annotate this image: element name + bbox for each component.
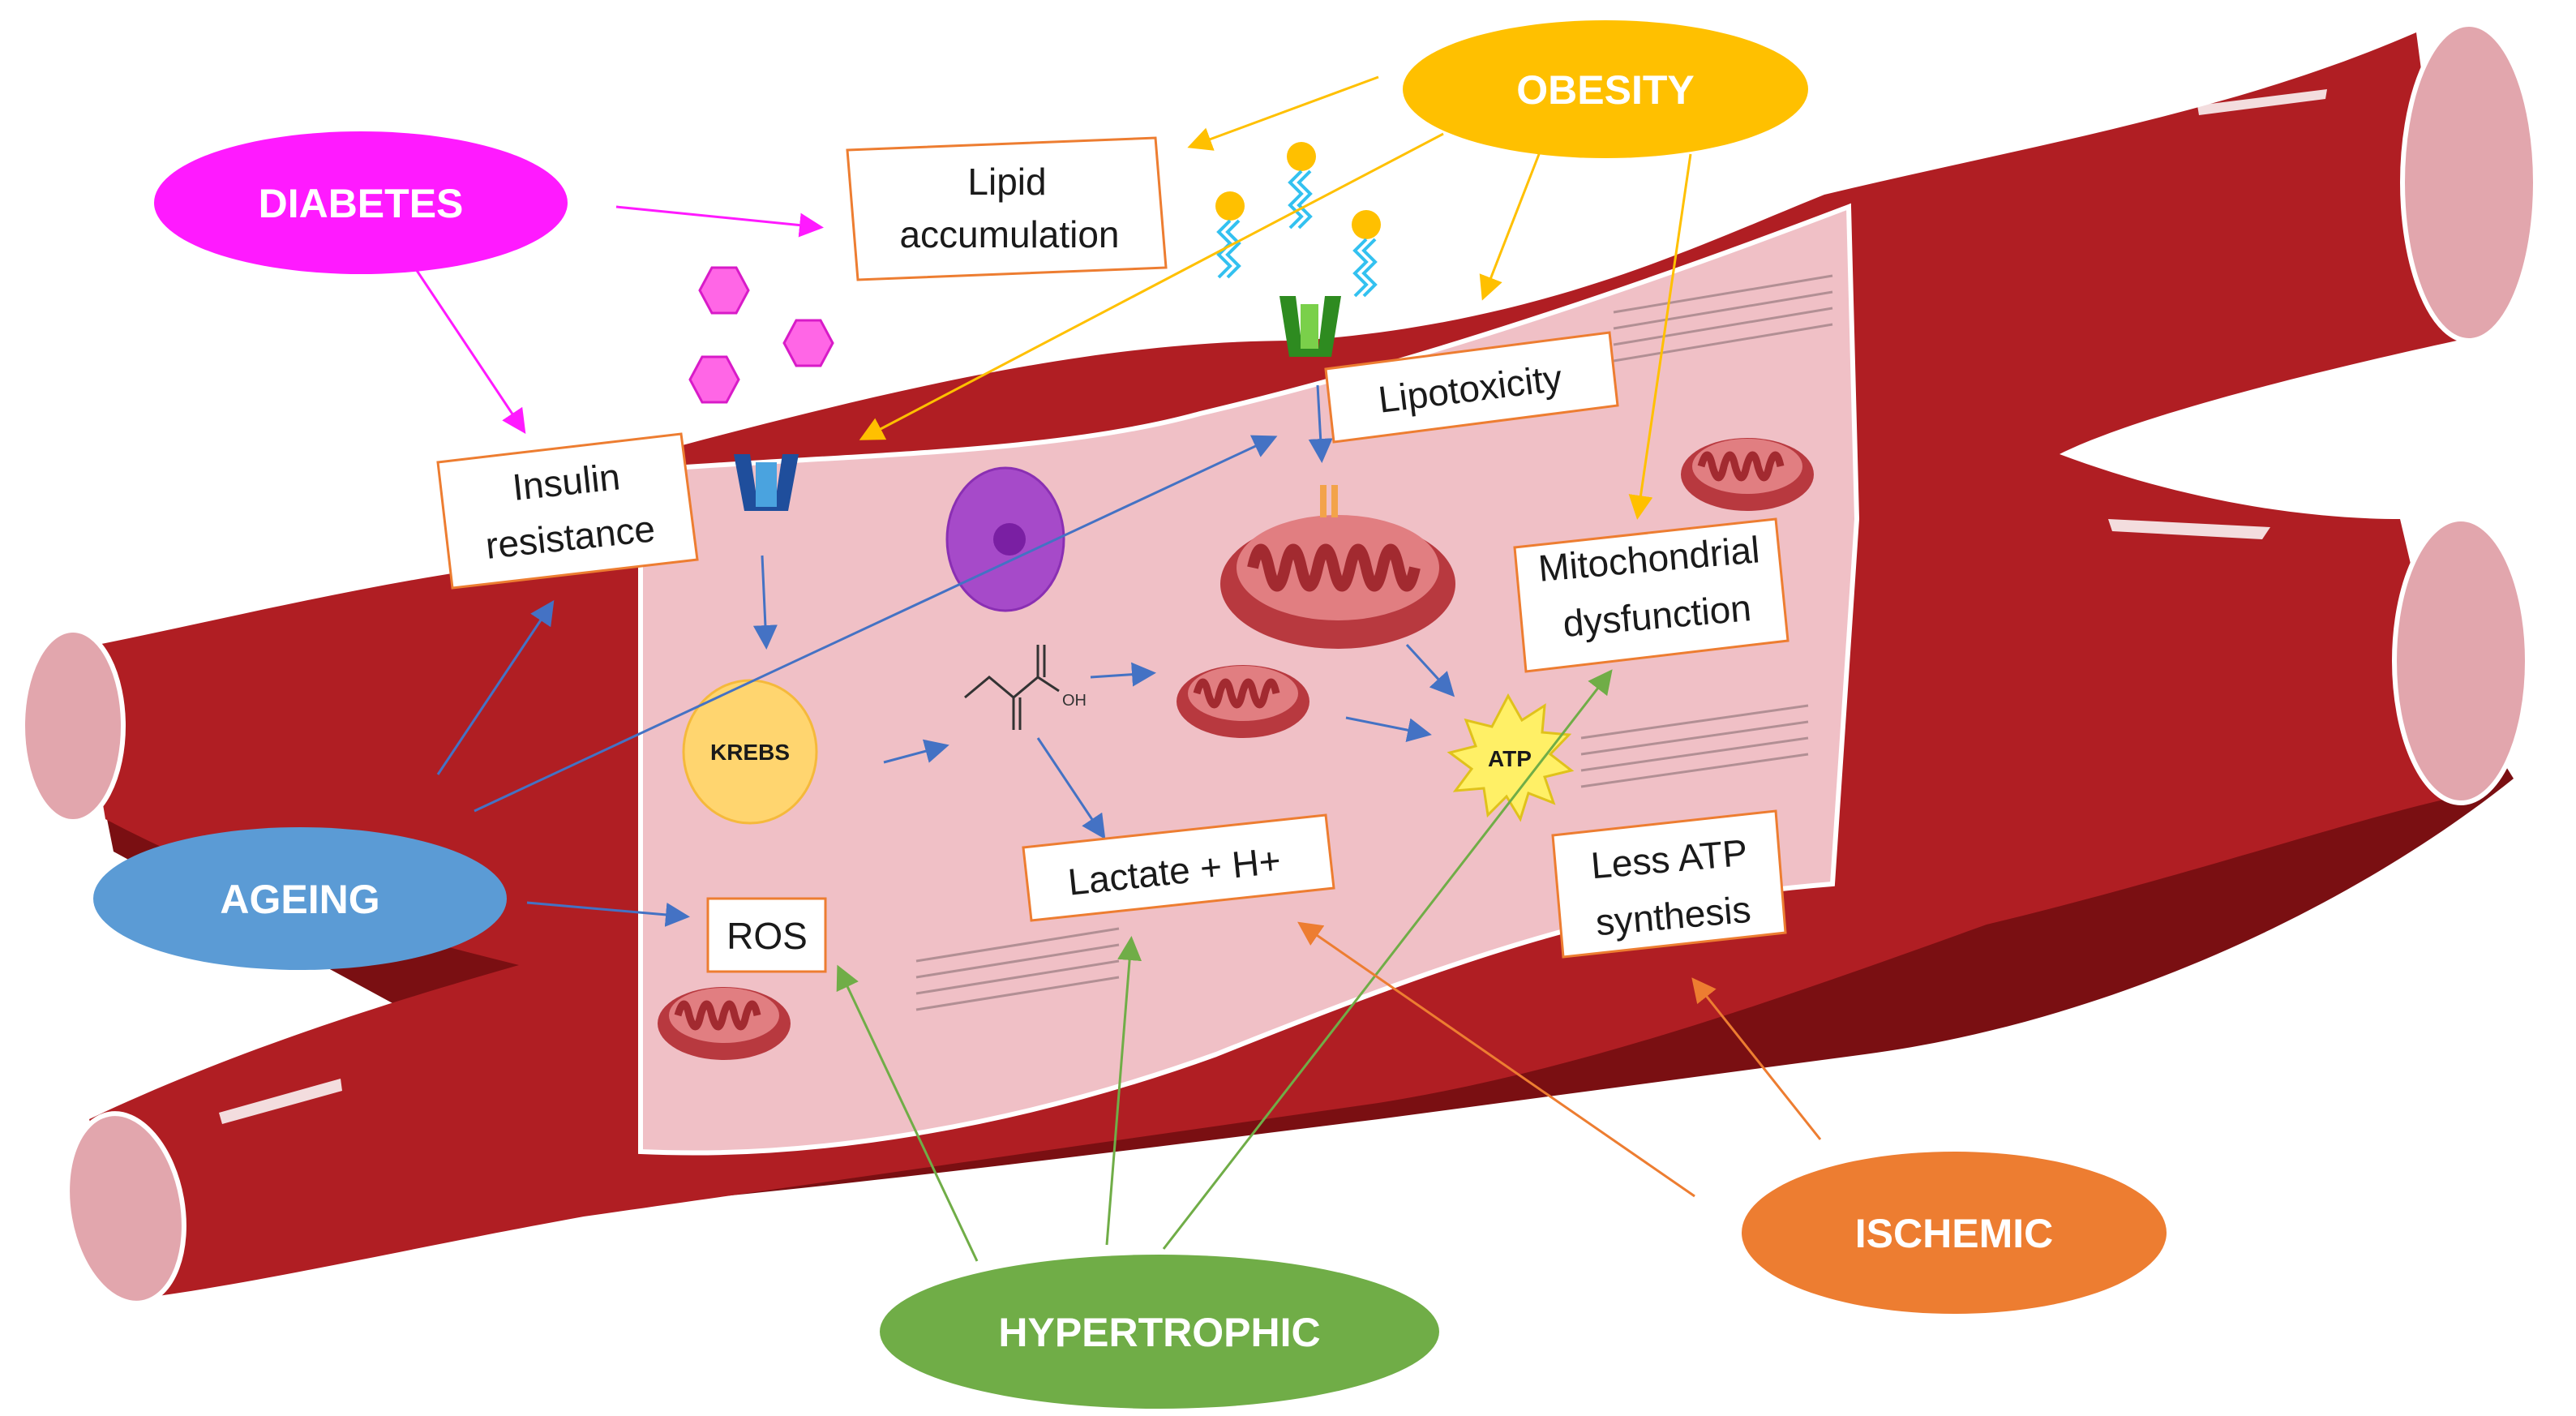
lactate-box: Lactate + H+ xyxy=(1022,813,1335,922)
vessel-highlight xyxy=(2197,89,2327,115)
diabetes-label: DIABETES xyxy=(259,181,464,226)
arrows-orange xyxy=(1297,921,1822,1198)
nucleolus xyxy=(993,523,1026,556)
vessel-end-left xyxy=(20,628,126,824)
mitochondrion xyxy=(1177,665,1309,738)
krebs-label: KREBS xyxy=(710,740,790,765)
atp-label: ATP xyxy=(1488,746,1532,771)
less-atp-box: Less ATP synthesis xyxy=(1551,809,1787,959)
mitochondrion xyxy=(658,987,791,1060)
arrows-blue xyxy=(436,384,1455,927)
ageing-ellipse: AGEING xyxy=(93,827,507,970)
fatty-acid-transporter-icon xyxy=(1279,296,1341,357)
ros-label: ROS xyxy=(727,915,808,957)
krebs-cycle xyxy=(682,679,818,825)
glucose-hexagon-icon xyxy=(698,266,750,315)
atp-star-icon xyxy=(1447,693,1575,822)
vessel-end-top-right xyxy=(2400,22,2538,343)
fatty-acid-icon xyxy=(1215,191,1245,279)
fatty-acid-icon xyxy=(1352,210,1381,298)
hypertrophic-label: HYPERTROPHIC xyxy=(998,1310,1320,1355)
obesity-label: OBESITY xyxy=(1516,67,1694,113)
insulin-resistance-box: Insulin resistance xyxy=(436,432,699,590)
diabetes-ellipse: DIABETES xyxy=(154,131,568,274)
oh-label: OH xyxy=(1062,692,1087,710)
glucose-hexagon-icon xyxy=(782,319,834,367)
vessel-end-right xyxy=(2392,517,2530,805)
mitochondrial-dysfunction-box: Mitochondrial dysfunction xyxy=(1513,517,1789,673)
hypertrophic-ellipse: HYPERTROPHIC xyxy=(880,1255,1439,1409)
lipotoxicity-box: Lipotoxicity xyxy=(1324,331,1619,444)
vessel-end-bottom-left xyxy=(65,1111,186,1306)
arrows-green xyxy=(836,669,1613,1262)
pyruvate-molecule-icon xyxy=(964,645,1060,730)
myofibril-lines xyxy=(915,274,1833,1011)
fatty-acids xyxy=(1215,142,1381,298)
glucose-transporter-icon xyxy=(734,454,799,511)
ischemic-label: ISCHEMIC xyxy=(1855,1211,2053,1256)
vessel-highlight xyxy=(219,1079,342,1124)
ischemic-ellipse: ISCHEMIC xyxy=(1742,1152,2167,1314)
vessel-highlight xyxy=(2108,519,2270,539)
arrows-pink xyxy=(408,205,824,434)
fatty-acid-icon xyxy=(1287,142,1316,230)
glucose-hexagon-icon xyxy=(688,355,740,404)
lipid-accumulation-line1: Lipid xyxy=(967,161,1046,203)
mitochondrion xyxy=(1681,438,1814,511)
lipid-accumulation-box: Lipid accumulation xyxy=(846,136,1168,281)
glucose-molecules xyxy=(688,266,834,404)
arrows-yellow xyxy=(859,75,1692,520)
ageing-label: AGEING xyxy=(220,877,379,922)
lipid-accumulation-line2: accumulation xyxy=(899,213,1119,255)
ros-box: ROS xyxy=(706,897,827,973)
mitochondrion-large xyxy=(1220,485,1455,649)
obesity-ellipse: OBESITY xyxy=(1403,20,1808,158)
